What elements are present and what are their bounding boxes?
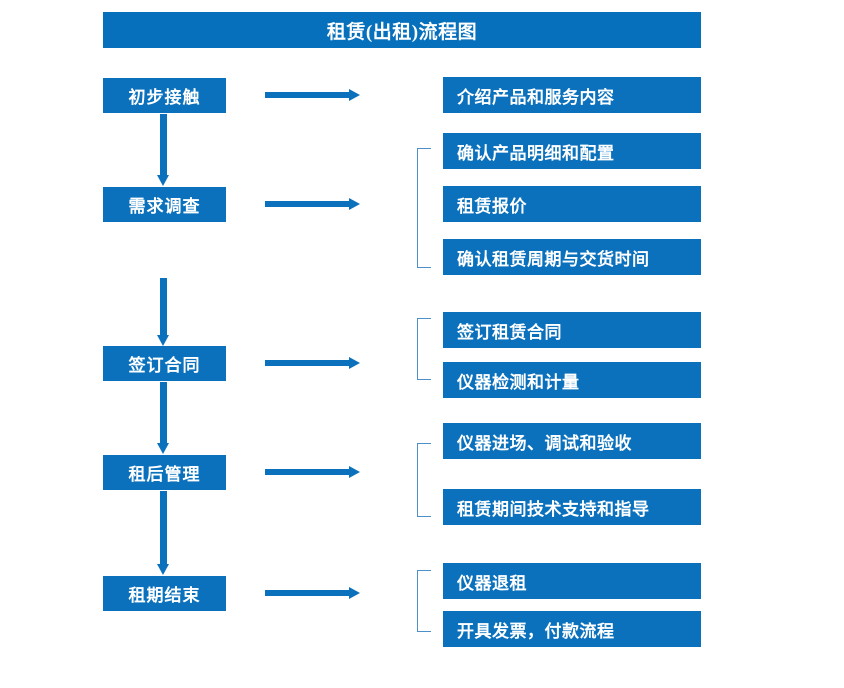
right-arrow-1-shaft: [265, 92, 350, 98]
detail-box-3-2[interactable]: 仪器检测和计量: [443, 362, 701, 398]
right-arrow-2: [265, 198, 360, 211]
bracket-group-5: [417, 570, 431, 632]
right-arrow-5-head: [349, 587, 360, 599]
down-arrow-1-head: [157, 175, 169, 186]
flowchart-title: 租赁(出租)流程图: [103, 12, 701, 48]
down-arrow-1: [157, 114, 170, 186]
stage-box-1[interactable]: 初步接触: [103, 78, 226, 113]
detail-box-5-2[interactable]: 开具发票，付款流程: [443, 611, 701, 647]
detail-box-2-2[interactable]: 租赁报价: [443, 186, 701, 222]
detail-box-1-1[interactable]: 介绍产品和服务内容: [443, 77, 701, 113]
down-arrow-3: [157, 382, 170, 454]
right-arrow-5-shaft: [265, 590, 350, 596]
right-arrow-2-shaft: [265, 201, 350, 207]
down-arrow-3-shaft: [160, 382, 167, 443]
right-arrow-3-shaft: [265, 360, 350, 366]
detail-box-5-1[interactable]: 仪器退租: [443, 563, 701, 599]
right-arrow-3-head: [349, 357, 360, 369]
detail-box-2-3[interactable]: 确认租赁周期与交货时间: [443, 239, 701, 275]
stage-box-3[interactable]: 签订合同: [103, 346, 226, 381]
stage-box-4[interactable]: 租后管理: [103, 455, 226, 490]
right-arrow-3: [265, 357, 360, 370]
right-arrow-5: [265, 587, 360, 600]
down-arrow-4-head: [157, 564, 169, 575]
down-arrow-2: [157, 278, 170, 346]
down-arrow-4: [157, 491, 170, 575]
bracket-group-3: [417, 318, 431, 380]
right-arrow-4-head: [349, 466, 360, 478]
down-arrow-2-shaft: [160, 278, 167, 335]
stage-box-5[interactable]: 租期结束: [103, 576, 226, 611]
bracket-group-2: [417, 148, 431, 268]
right-arrow-1: [265, 89, 360, 102]
down-arrow-3-head: [157, 443, 169, 454]
right-arrow-2-head: [349, 198, 360, 210]
bracket-group-4: [417, 443, 431, 517]
detail-box-4-2[interactable]: 租赁期间技术支持和指导: [443, 489, 701, 525]
detail-box-2-1[interactable]: 确认产品明细和配置: [443, 133, 701, 169]
right-arrow-4-shaft: [265, 469, 350, 475]
right-arrow-1-head: [349, 89, 360, 101]
down-arrow-2-head: [157, 335, 169, 346]
down-arrow-1-shaft: [160, 114, 167, 175]
stage-box-2[interactable]: 需求调查: [103, 187, 226, 222]
right-arrow-4: [265, 466, 360, 479]
detail-box-3-1[interactable]: 签订租赁合同: [443, 312, 701, 348]
detail-box-4-1[interactable]: 仪器进场、调试和验收: [443, 423, 701, 459]
down-arrow-4-shaft: [160, 491, 167, 564]
